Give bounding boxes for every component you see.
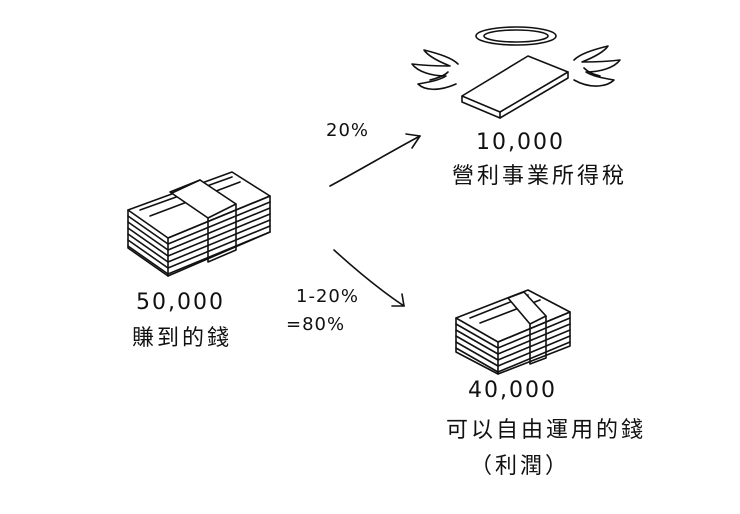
source-amount: 50,000 — [136, 290, 225, 315]
arrow-to-tax — [330, 134, 420, 186]
tax-label: 營利事業所得稅 — [452, 164, 628, 189]
profit-rate-formula: 1-20% — [296, 286, 359, 307]
profit-label-note: （利潤） — [470, 454, 571, 479]
arrow-to-profit — [334, 250, 404, 306]
profit-amount: 40,000 — [468, 378, 557, 403]
source-label: 賺到的錢 — [132, 326, 233, 351]
profit-cash-stack-icon — [456, 290, 570, 374]
tax-rate: 20% — [326, 120, 370, 141]
profit-label: 可以自由運用的錢 — [446, 418, 647, 443]
profit-rate-result: =80% — [286, 314, 346, 335]
winged-tax-bill-icon — [412, 27, 620, 118]
source-cash-stack-icon — [128, 172, 270, 276]
tax-amount: 10,000 — [476, 130, 565, 155]
